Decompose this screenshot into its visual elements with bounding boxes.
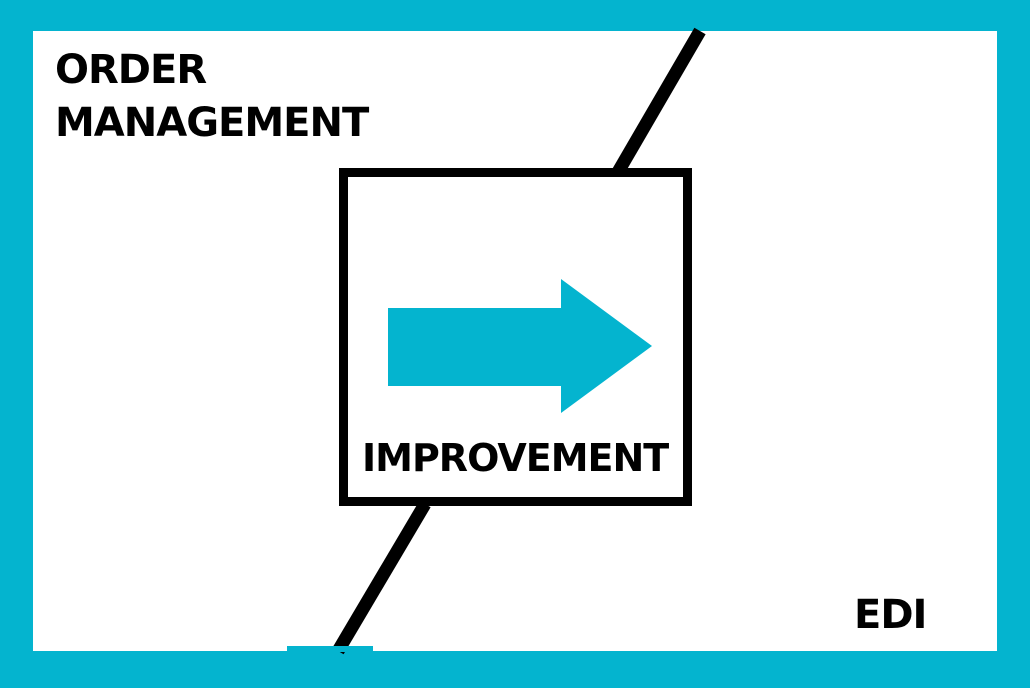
page-title: ORDER MANAGEMENT: [55, 44, 369, 150]
right-arrow-icon: [388, 279, 652, 413]
improvement-label: IMPROVEMENT: [362, 436, 669, 480]
title-line-order: ORDER: [55, 47, 207, 93]
diagonal-line-lower: [332, 500, 431, 655]
edi-label: EDI: [854, 592, 927, 638]
diagonal-line-upper: [612, 27, 706, 176]
frame-notch: [287, 646, 373, 652]
title-line-management: MANAGEMENT: [55, 100, 369, 146]
